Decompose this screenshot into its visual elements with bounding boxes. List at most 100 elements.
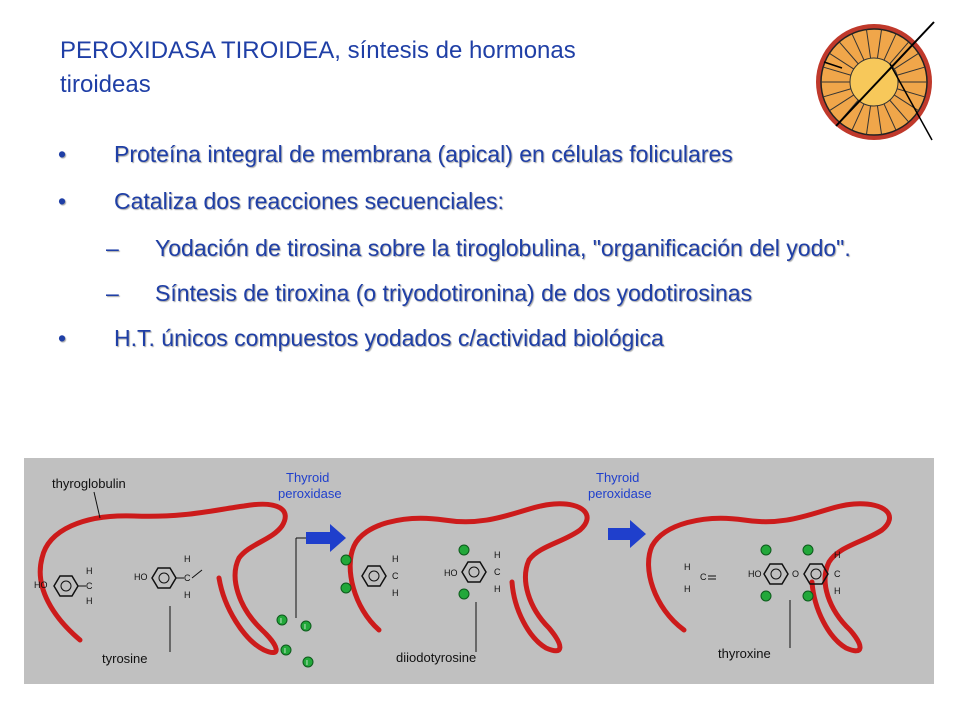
benzene-ring: [461, 561, 487, 583]
chem-h: H: [684, 584, 691, 594]
chem-h: H: [184, 590, 191, 600]
free-iodine-group: I I I I: [276, 614, 314, 668]
bond: [191, 569, 203, 579]
benzene-ring: [361, 565, 387, 587]
iodine-atom: [760, 590, 772, 602]
chem-c: C: [700, 572, 707, 582]
iodine-atom: [340, 582, 352, 594]
iodine-atom: [340, 554, 352, 566]
follicle-cell-border: [896, 88, 925, 98]
sub-bullet-item: – Síntesis de tiroxina (o triyodotironin…: [58, 279, 938, 307]
chem-c: C: [834, 569, 841, 579]
chem-h: H: [184, 554, 191, 564]
leader-line: [93, 491, 101, 519]
bullet-text: Cataliza dos reacciones secuenciales:: [114, 188, 504, 214]
chem-iodine: I: [306, 660, 308, 667]
benzene-ring: [803, 563, 829, 585]
chem-ho: HO: [134, 572, 148, 582]
follicle-cell-border: [876, 29, 883, 59]
bullet-item: • Cataliza dos reacciones secuenciales:: [58, 187, 938, 215]
chem-h: H: [86, 566, 93, 576]
follicle-cell-border: [865, 105, 872, 135]
bullet-item: • Proteína integral de membrana (apical)…: [58, 140, 938, 168]
chem-c: C: [184, 573, 191, 583]
bullet-list: • Proteína integral de membrana (apical)…: [58, 140, 938, 371]
thyroglobulin-chain-2: [347, 501, 590, 654]
benzene-aromatic: [810, 568, 822, 580]
benzene-aromatic: [60, 580, 72, 592]
follicle-cell-border: [889, 99, 910, 123]
iodine-atom: [302, 656, 314, 668]
chem-iodine: I: [284, 648, 286, 655]
thyroglobulin-chain-1: [37, 501, 288, 655]
follicle-cell-border: [851, 103, 865, 131]
sub-bullet-marker: –: [106, 235, 119, 261]
chem-h: H: [86, 596, 93, 606]
benzene-aromatic: [368, 570, 380, 582]
bullet-marker: •: [58, 325, 67, 351]
follicle-cell-border: [838, 41, 859, 65]
benzene-ring: [151, 567, 177, 589]
follicle-cell-border: [823, 88, 852, 98]
chem-h: H: [494, 584, 501, 594]
chem-ho: HO: [748, 569, 762, 579]
follicle-cell-border: [823, 66, 852, 76]
reaction-arrow-2: [608, 520, 646, 548]
iodine-atom: [802, 544, 814, 556]
label-tyrosine: tyrosine: [102, 651, 148, 666]
follicle-cell-border: [865, 29, 872, 59]
thyroid-follicle-illustration: [816, 21, 935, 141]
follicle-cell-border: [829, 52, 855, 70]
iodine-atom: [458, 588, 470, 600]
label-thyroid-peroxidase-1: Thyroid: [286, 470, 329, 485]
slide-title: PEROXIDASA TIROIDEA, síntesis de hormona…: [60, 37, 576, 98]
chem-h: H: [392, 588, 399, 598]
benzene-ring: [53, 575, 79, 597]
bullet-marker: •: [58, 188, 67, 214]
follicle-cell-border: [889, 41, 910, 65]
iodine-atom: [280, 644, 292, 656]
follicle-cell-border: [876, 105, 883, 135]
pointer-line: [823, 61, 843, 69]
sub-bullet-text: Síntesis de tiroxina (o triyodotironina)…: [155, 280, 753, 306]
label-diiodotyrosine: diiodotyrosine: [396, 650, 476, 665]
sub-bullet-text: Yodación de tirosina sobre la tiroglobul…: [155, 235, 851, 261]
iodine-atom: [458, 544, 470, 556]
label-thyroid-peroxidase-2: Thyroid: [596, 470, 639, 485]
label-thyroglobulin: thyroglobulin: [52, 476, 126, 491]
iodine-atom: [276, 614, 288, 626]
follicle-cell-border: [829, 94, 855, 112]
benzene-ring: [763, 563, 789, 585]
chem-ho: HO: [34, 580, 48, 590]
label-thyroid-peroxidase-2b: peroxidase: [588, 486, 652, 501]
chem-h: H: [834, 550, 841, 560]
bullet-item: • H.T. únicos compuestos yodados c/activ…: [58, 324, 938, 352]
chem-ho: HO: [444, 568, 458, 578]
chem-c: C: [392, 571, 399, 581]
pointer-line: [889, 63, 933, 141]
chem-h: H: [684, 562, 691, 572]
bullet-text: H.T. únicos compuestos yodados c/activid…: [114, 325, 664, 351]
follicle-cell-border: [883, 103, 897, 131]
bullet-marker: •: [58, 141, 67, 167]
iodine-atom: [760, 544, 772, 556]
chem-h: H: [834, 586, 841, 596]
iodine-atom: [802, 590, 814, 602]
chem-c: C: [494, 567, 501, 577]
bullet-text: Proteína integral de membrana (apical) e…: [114, 141, 733, 167]
pointer-line: [835, 21, 935, 127]
chem-iodine: I: [304, 624, 306, 631]
follicle-lumen: [849, 57, 899, 107]
benzene-aromatic: [770, 568, 782, 580]
chem-iodine: I: [280, 618, 282, 625]
iodine-atom: [300, 620, 312, 632]
reaction-diagram: thyroglobulin Thyroid peroxidase Thyroid…: [24, 458, 934, 684]
label-thyroid-peroxidase-1b: peroxidase: [278, 486, 342, 501]
label-thyroxine: thyroxine: [718, 646, 771, 661]
chem-h: H: [494, 550, 501, 560]
chem-o: O: [792, 569, 799, 579]
thyroglobulin-chain-3: [646, 501, 892, 654]
sub-bullet-item: – Yodación de tirosina sobre la tiroglob…: [58, 234, 938, 262]
follicle-cell-border: [883, 33, 897, 61]
reaction-arrow-1: [306, 524, 346, 552]
